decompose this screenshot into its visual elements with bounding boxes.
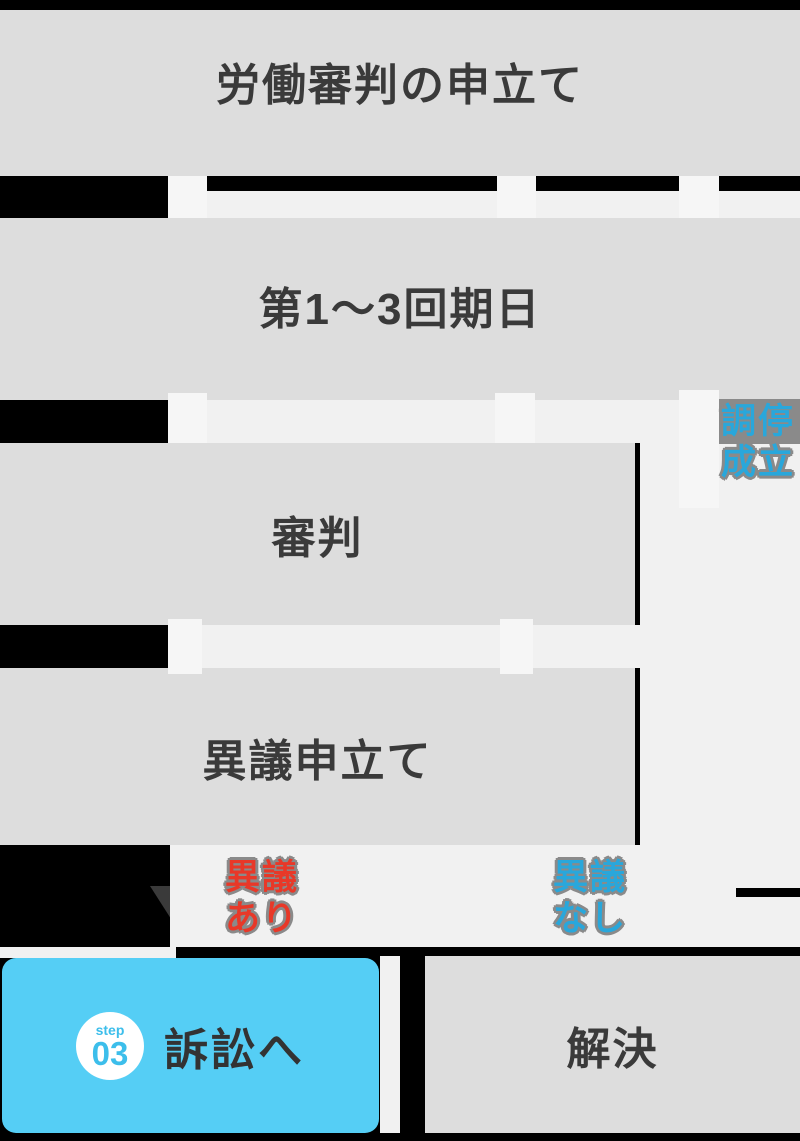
connector-band-4	[170, 845, 800, 947]
step-badge: step 03	[76, 1011, 144, 1080]
connector-band-3	[168, 625, 640, 668]
resolution-label: 解決	[566, 1024, 659, 1074]
mediation-branch-label: 調停 成立	[720, 402, 795, 482]
connector-tab	[679, 390, 719, 508]
objection-no-label: 異議 なし	[552, 858, 627, 938]
mediation-label-backdrop	[719, 399, 800, 444]
hearing-label: 第1〜3回期日	[258, 285, 542, 334]
connector-tab	[500, 619, 533, 674]
hearing-box: 第1〜3回期日	[0, 218, 800, 400]
connector-tab	[679, 176, 719, 218]
title-box: 労働審判の申立て	[0, 10, 800, 176]
step-word: step	[95, 1021, 125, 1038]
step-number: 03	[91, 1034, 129, 1072]
right-path-dash	[736, 888, 800, 897]
connector-tab	[495, 393, 535, 443]
connector-band-2	[168, 400, 640, 443]
connector-tab	[168, 393, 207, 443]
page-title: 労働審判の申立て	[216, 61, 584, 110]
connector-tab	[168, 619, 202, 674]
litigation-label: 訴訟へ	[164, 1025, 305, 1075]
judgment-label: 審判	[271, 514, 364, 563]
objection-box: 異議申立て	[0, 668, 635, 845]
objection-label: 異議申立て	[202, 736, 433, 786]
resolution-box: 解決	[425, 956, 800, 1133]
objection-yes-label: 異議 あり	[224, 858, 299, 938]
judgment-box: 審判	[0, 443, 635, 625]
outcome-gap	[380, 956, 400, 1133]
litigation-panel: step 03 訴訟へ	[2, 958, 379, 1133]
connector-left-foot	[0, 947, 176, 958]
connector-tab	[168, 176, 207, 218]
connector-tab	[497, 176, 536, 218]
